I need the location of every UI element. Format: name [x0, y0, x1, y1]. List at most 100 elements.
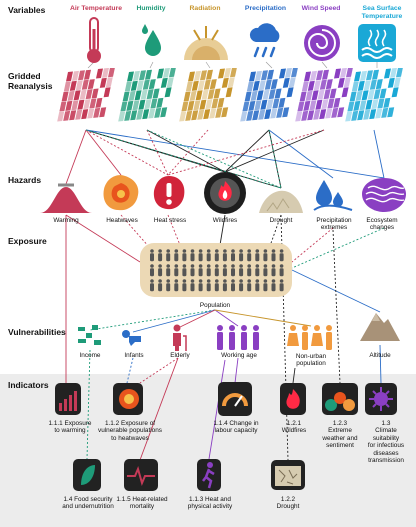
grid-cell: [334, 68, 341, 79]
grid-cell: [396, 68, 403, 78]
person-head: [158, 249, 162, 253]
grid-cell: [146, 89, 154, 100]
person-head: [255, 264, 260, 268]
grid-cell: [154, 78, 162, 89]
person-head: [215, 264, 219, 268]
person-body: [279, 268, 284, 277]
hazard-label-wildfires: Wildfires: [212, 217, 238, 224]
person-body: [271, 268, 276, 277]
grid-cell: [333, 97, 341, 108]
indicator-label-1-2-3-line-3: weather and: [322, 434, 358, 442]
person-body: [263, 253, 268, 262]
grid-cell: [96, 68, 103, 79]
hazard-label-heat-stress: Heat stress: [153, 217, 187, 224]
grid-cell: [69, 110, 77, 121]
grid-cell: [328, 69, 335, 80]
person-head: [239, 279, 243, 283]
grid-cell: [195, 90, 203, 101]
indicator-label-1-1-4: 1.1.4 Change in labour capacity: [205, 420, 267, 435]
grid-cell: [325, 79, 333, 90]
connector-line: [120, 214, 151, 249]
person-head: [239, 249, 243, 253]
person-body: [222, 268, 227, 277]
grid-cell: [148, 79, 156, 90]
grid-cell: [63, 110, 71, 121]
grid-panel-sea-surface-temperature: [345, 68, 403, 122]
grid-cell: [357, 110, 365, 121]
indicator-label-1-2-3-line-2: Extreme: [328, 427, 352, 435]
grid-cell: [291, 68, 298, 78]
grid-cell: [151, 69, 158, 80]
person-body: [255, 253, 260, 262]
grid-cell: [249, 71, 256, 82]
grid-cell: [276, 107, 284, 118]
connector-line: [139, 357, 179, 461]
grid-cell: [337, 77, 345, 88]
person-body: [231, 253, 235, 262]
grid-cell: [206, 69, 213, 80]
person-head: [247, 279, 251, 283]
indicator-label-1-4-line-1: 1.4 Food security: [63, 496, 113, 503]
vulnerability-label-income: Income: [79, 352, 101, 359]
grid-cell: [108, 68, 115, 78]
grid-cell: [90, 69, 97, 80]
vulnerability-label-infants: Infants: [124, 352, 144, 359]
grid-cell: [103, 87, 111, 98]
grid-cell: [200, 70, 207, 81]
grid-cell: [93, 107, 101, 118]
non-urban-population-icon: [287, 325, 332, 350]
grid-cell: [371, 99, 379, 110]
person-head: [239, 264, 243, 268]
grid-cell: [77, 99, 85, 110]
grid-cell: [181, 101, 189, 112]
grid-cell: [372, 69, 379, 80]
grid-cell: [256, 90, 264, 101]
person-head: [223, 249, 227, 253]
vulnerability-label-non-urban: Non-urban population: [283, 353, 339, 368]
connector-line: [219, 214, 226, 246]
grid-cell: [240, 111, 248, 122]
person-body: [190, 268, 195, 277]
grid-cell: [351, 110, 359, 121]
humidity-drops-icon: [142, 24, 161, 56]
grid-panel-humidity: [118, 68, 176, 122]
grid-cell: [357, 80, 365, 91]
grid-cell: [365, 99, 373, 110]
person-body: [255, 283, 260, 292]
grid-cell: [130, 80, 138, 91]
person-body: [271, 283, 276, 292]
person-body: [182, 283, 187, 292]
person-head: [215, 249, 219, 253]
grid-cell: [89, 98, 97, 109]
person-body: [150, 268, 154, 277]
grid-cell: [164, 87, 172, 98]
connector-line: [85, 129, 385, 179]
grid-cell: [160, 77, 168, 88]
connector-line: [224, 129, 270, 173]
grid-cell: [105, 77, 113, 88]
person-body: [174, 268, 179, 277]
person-head: [206, 249, 211, 253]
grid-cell: [343, 77, 351, 88]
income-icon: [78, 325, 101, 345]
person-head: [247, 249, 251, 253]
person-head: [190, 264, 195, 268]
person-head: [255, 279, 260, 283]
grid-cell: [274, 88, 282, 99]
connector-line: [214, 309, 239, 327]
grid-cell: [307, 80, 315, 91]
person-body: [206, 253, 211, 262]
connector-line: [292, 367, 296, 384]
grid-cell: [142, 109, 150, 120]
person-body: [222, 283, 227, 292]
grid-cell: [381, 107, 389, 118]
grid-cell: [381, 78, 389, 89]
indicator-label-1-2-3-line-4: sentiment: [326, 442, 354, 450]
person-body: [166, 253, 171, 262]
person-head: [271, 249, 276, 253]
grid-cell: [315, 99, 323, 110]
person-head: [223, 264, 227, 268]
grid-cell: [252, 80, 260, 91]
grid-cell: [61, 91, 69, 102]
indicator-label-1-1-3-line-1: 1.1.3 Heat and: [189, 496, 231, 503]
